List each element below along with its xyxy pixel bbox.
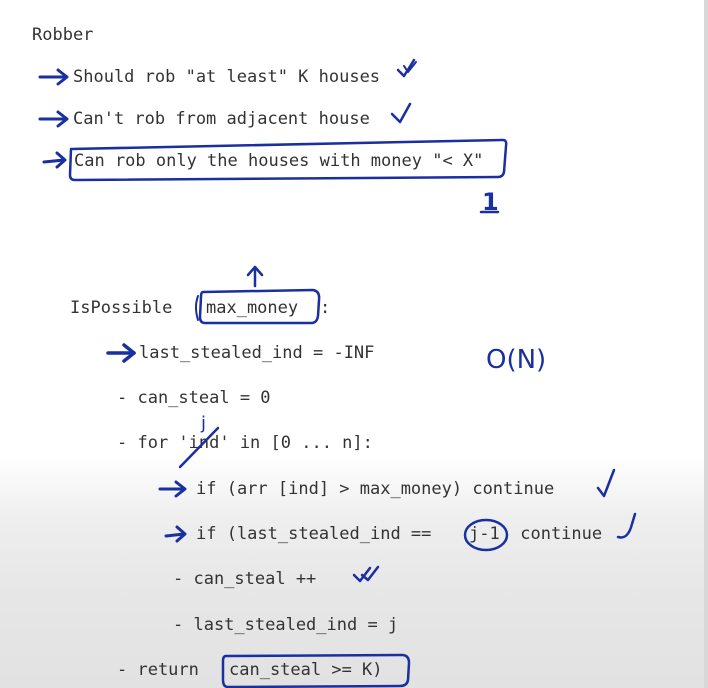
code-continue: continue (510, 524, 603, 544)
code-signature-colon: : (320, 298, 331, 318)
code-signature-name: IsPossible (70, 298, 173, 318)
arrow-icon-3 (42, 151, 67, 169)
double-check-icon-2 (352, 565, 380, 583)
annotation-one: 1 (482, 188, 499, 216)
code-line-for-loop: - for 'ind' in [0 ... n]: (117, 433, 373, 453)
constraint-3: Can rob only the houses with money "< X" (74, 151, 484, 171)
arrow-icon-6 (164, 525, 187, 543)
arrow-icon-2 (38, 110, 69, 128)
arrow-icon-5 (158, 480, 187, 498)
code-j-minus-1: j-1 (469, 524, 500, 544)
title: Robber (32, 25, 94, 45)
code-signature-param: max_money (206, 298, 299, 318)
annotation-complexity: O(N) (486, 345, 546, 375)
constraint-1: Should rob "at least" K houses (73, 67, 381, 87)
check-icon-3 (596, 468, 616, 498)
code-line-can-steal-inc: - can_steal ++ (173, 569, 317, 589)
up-arrow-icon (246, 265, 264, 288)
check-icon-4 (616, 512, 637, 539)
code-line-last-stealed: last_stealed_ind = -INF (139, 343, 375, 363)
check-icon-2 (390, 102, 412, 124)
code-line-can-steal-init: - can_steal = 0 (117, 388, 271, 408)
arrow-icon-1 (38, 68, 69, 86)
code-line-if-adjacent: if (last_stealed_ind == (196, 524, 442, 544)
code-return-expr: can_steal >= K) (229, 660, 383, 680)
arrow-icon-4 (106, 343, 136, 363)
annotation-j: j (200, 413, 206, 434)
paren-mark (195, 295, 199, 321)
code-line-return: - return (117, 660, 210, 680)
code-line-if-max-money: if (arr [ind] > max_money) continue (196, 479, 555, 499)
constraint-2: Can't rob from adjacent house (73, 109, 370, 129)
code-line-last-stealed-assign: - last_stealed_ind = j (173, 615, 399, 635)
right-frame-edge (704, 0, 708, 688)
double-check-icon-1 (396, 58, 417, 78)
